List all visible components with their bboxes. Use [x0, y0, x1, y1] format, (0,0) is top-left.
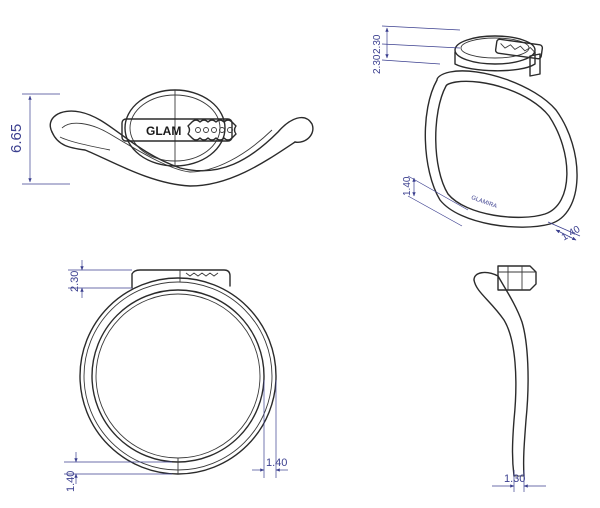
band-outer — [424, 70, 578, 228]
dim-6-65: 6.65 — [8, 93, 70, 185]
shank-engraving: GLAMIRA — [470, 195, 497, 210]
dim-label-front-bottom-left: 1.40 — [65, 471, 77, 492]
shank-outer — [473, 279, 517, 477]
head-block — [131, 269, 231, 289]
perspective-view: GLAMIRA 2.30 2.30 1.40 1.40 — [372, 25, 583, 243]
ring-outer — [79, 277, 277, 475]
diamond-row — [187, 119, 237, 141]
shank-outline-top — [49, 110, 314, 172]
dim-side-bottom: 1.30 — [492, 470, 546, 492]
band-inner — [435, 80, 568, 219]
dim-label-persp-top-1: 2.30 — [372, 34, 383, 54]
shank-inner — [473, 271, 529, 477]
shank-inner-line — [61, 122, 273, 173]
ring-inner — [91, 289, 265, 463]
dim-front-bottom-right: 1.40 — [252, 380, 288, 478]
logo-plate — [121, 118, 233, 142]
dim-persp-bottom: 1.40 — [547, 221, 583, 243]
dim-label-height: 6.65 — [8, 124, 25, 153]
dim-persp-side: 1.40 — [402, 175, 469, 227]
shank-outline-bottom — [51, 131, 296, 187]
dim-label-persp-bottom: 1.40 — [560, 224, 583, 243]
dim-label-side-bottom: 1.30 — [504, 473, 525, 485]
front-view: 2.30 1.40 1.40 — [64, 260, 288, 492]
logo-text: GLAM — [146, 124, 181, 138]
head-side — [454, 51, 536, 72]
side-head — [497, 265, 537, 291]
top-view: GLAM 6.65 — [8, 89, 314, 187]
dim-label-front-top: 2.30 — [69, 271, 81, 292]
dim-persp-top: 2.30 2.30 — [372, 25, 461, 74]
dim-label-persp-side: 1.40 — [402, 176, 413, 196]
head-ellipse — [454, 35, 536, 65]
dim-label-front-bottom-right: 1.40 — [266, 457, 287, 469]
dim-front-top: 2.30 — [68, 260, 132, 298]
side-view: 1.30 — [473, 265, 546, 492]
dim-front-bottom-left: 1.40 — [64, 452, 172, 492]
dim-label-persp-top-2: 2.30 — [372, 54, 383, 74]
diamond-bar-persp — [494, 38, 544, 60]
